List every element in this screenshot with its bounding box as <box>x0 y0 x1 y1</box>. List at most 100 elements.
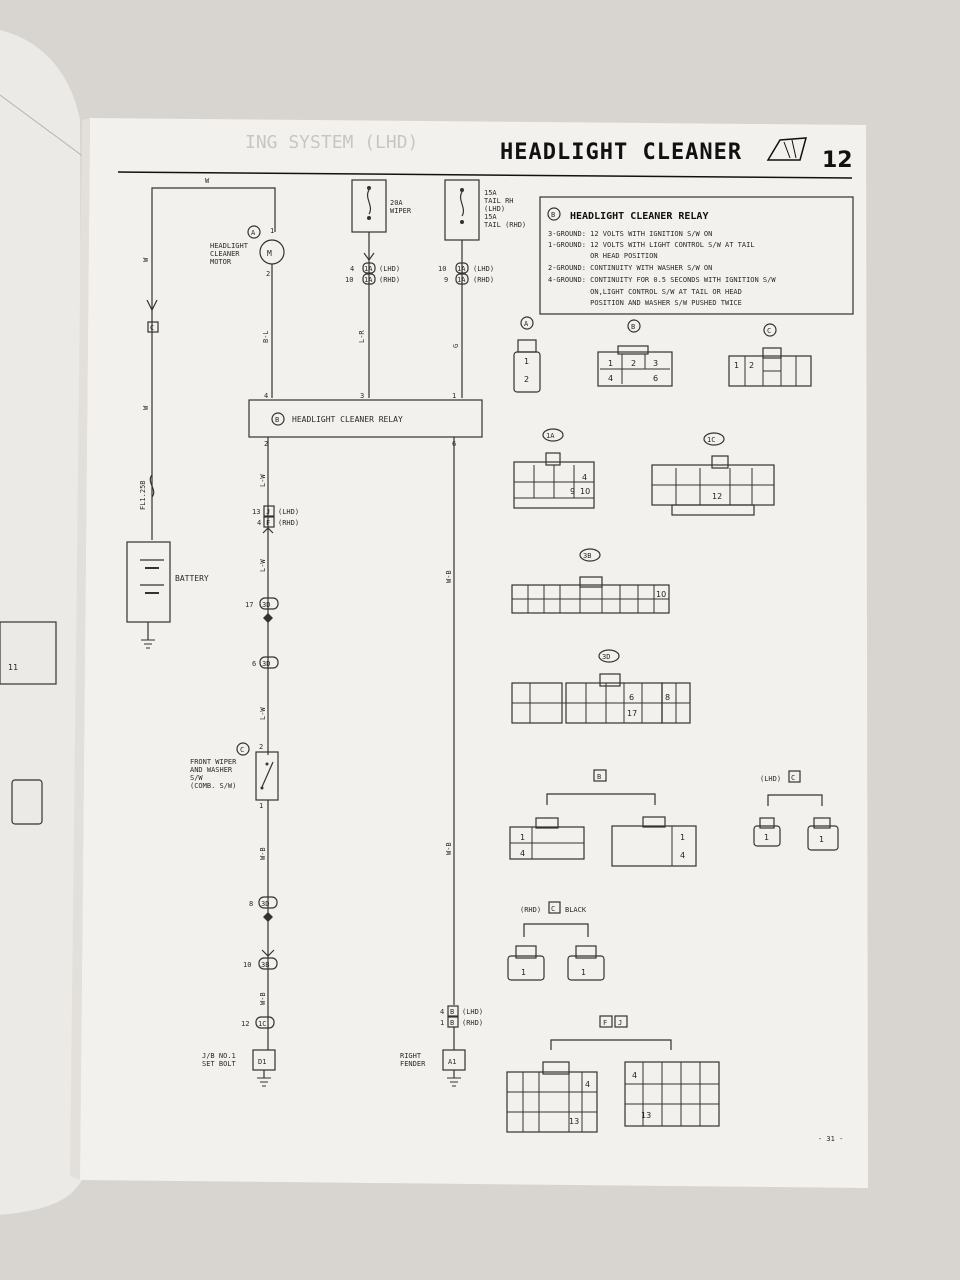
connector-view-3d: 3D 6 8 17 <box>511 649 691 724</box>
svg-text:9: 9 <box>444 276 448 284</box>
connector-view-a: A 1 2 <box>513 316 541 393</box>
header-rule <box>117 171 853 179</box>
connector-1c-12: 1C 12 <box>241 1016 275 1029</box>
ground-a1: A1 <box>442 1049 466 1087</box>
relay-note-line-5: 4-GROUND: CONTINUITY FOR 0.5 SECONDS WIT… <box>548 276 776 284</box>
svg-text:13: 13 <box>641 1111 651 1120</box>
fusible-link-label: FL1.25B <box>139 480 147 510</box>
svg-text:B: B <box>631 323 635 331</box>
svg-text:10: 10 <box>243 961 251 969</box>
svg-text:3D: 3D <box>262 660 270 668</box>
connector-1a-tail: 10 9 1A 1A (LHD) (RHD) <box>438 262 494 285</box>
washer-switch-icon: 2 1 <box>255 743 279 810</box>
connector-view-b-group: B 14 14 <box>509 769 697 867</box>
svg-text:6: 6 <box>653 374 658 383</box>
svg-text:1A: 1A <box>364 276 373 284</box>
svg-text:6: 6 <box>629 693 634 702</box>
connector-3d-6: 3D 6 <box>252 656 279 669</box>
svg-text:(RHD): (RHD) <box>278 519 299 527</box>
svg-text:C: C <box>551 905 555 913</box>
svg-text:F: F <box>266 519 270 527</box>
svg-text:(RHD): (RHD) <box>462 1019 483 1027</box>
svg-text:4: 4 <box>257 519 261 527</box>
svg-text:1A: 1A <box>457 276 466 284</box>
svg-text:12: 12 <box>241 1020 249 1028</box>
svg-text:J: J <box>618 1019 622 1027</box>
svg-text:12: 12 <box>712 492 722 501</box>
fusible-link-icon <box>149 474 155 498</box>
svg-text:A: A <box>524 320 529 328</box>
relay-note-line-3: OR HEAD POSITION <box>548 252 658 260</box>
svg-text:J: J <box>266 508 270 516</box>
svg-text:4: 4 <box>440 1008 444 1016</box>
svg-text:1A: 1A <box>364 265 373 273</box>
connector-view-1c: 1C 12 <box>651 432 775 516</box>
svg-text:1: 1 <box>440 1019 444 1027</box>
svg-text:10: 10 <box>438 265 446 273</box>
svg-text:C: C <box>767 327 771 335</box>
svg-text:11: 11 <box>8 663 18 672</box>
svg-text:(LHD): (LHD) <box>379 265 400 273</box>
svg-text:C: C <box>791 774 795 782</box>
relay-note-title: HEADLIGHT CLEANER RELAY <box>570 211 708 222</box>
section-number: 12 <box>822 148 853 173</box>
connector-bb: B B 4 1 (LHD) (RHD) <box>440 1005 483 1050</box>
svg-text:2: 2 <box>524 375 529 384</box>
svg-text:10: 10 <box>580 487 590 496</box>
svg-text:BLACK: BLACK <box>565 906 587 914</box>
connector-3b-10: 3B 10 <box>243 949 278 970</box>
svg-text:10: 10 <box>345 276 353 284</box>
connector-3d-8: 3D 8 <box>249 896 278 922</box>
relay-note-line-6: ON,LIGHT CONTROL S/W AT TAIL OR HEAD <box>548 288 742 296</box>
svg-text:(RHD): (RHD) <box>379 276 400 284</box>
svg-text:F: F <box>603 1019 607 1027</box>
wire-label-w-left: W <box>142 257 150 262</box>
svg-text:B: B <box>450 1019 454 1027</box>
svg-text:2: 2 <box>631 359 636 368</box>
svg-text:1: 1 <box>520 833 525 842</box>
svg-text:B: B <box>450 1008 454 1016</box>
svg-text:B: B <box>597 773 601 781</box>
svg-text:(RHD): (RHD) <box>520 906 541 914</box>
svg-text:3: 3 <box>360 392 364 400</box>
connector-3d-17: 3D 17 <box>245 597 279 623</box>
svg-text:1: 1 <box>581 968 586 977</box>
svg-text:A1: A1 <box>448 1058 456 1066</box>
svg-text:M: M <box>267 249 272 258</box>
wire-label-wb4: W-B <box>445 842 453 855</box>
svg-text:(LHD): (LHD) <box>278 508 299 516</box>
svg-text:4: 4 <box>632 1071 637 1080</box>
svg-text:1: 1 <box>608 359 613 368</box>
ground-d1: D1 <box>252 1049 276 1087</box>
connector-c-left: C <box>146 299 159 333</box>
svg-text:B: B <box>275 416 279 424</box>
svg-text:8: 8 <box>249 900 253 908</box>
battery-label: BATTERY <box>175 574 209 583</box>
wire-label-lw1: L-W <box>259 474 267 487</box>
headlight-cleaner-icon <box>766 137 808 161</box>
ghost-text: ING SYSTEM (LHD) <box>245 132 418 153</box>
svg-text:D1: D1 <box>258 1058 266 1066</box>
svg-text:13: 13 <box>252 508 260 516</box>
svg-text:4: 4 <box>264 392 268 400</box>
svg-text:10: 10 <box>656 590 666 599</box>
svg-text:4: 4 <box>680 851 685 860</box>
svg-text:1: 1 <box>819 835 824 844</box>
relay-note-line-7: POSITION AND WASHER S/W PUSHED TWICE <box>548 299 742 307</box>
svg-text:2: 2 <box>259 743 263 751</box>
wire-label-g: G <box>452 344 460 348</box>
svg-text:1: 1 <box>734 361 739 370</box>
svg-text:4: 4 <box>585 1080 590 1089</box>
svg-text:C: C <box>240 746 244 754</box>
wire-label-wb1: W-B <box>259 847 267 860</box>
svg-text:(RHD): (RHD) <box>473 276 494 284</box>
wire-label-wb3: W-B <box>445 570 453 583</box>
svg-text:13: 13 <box>569 1117 579 1126</box>
